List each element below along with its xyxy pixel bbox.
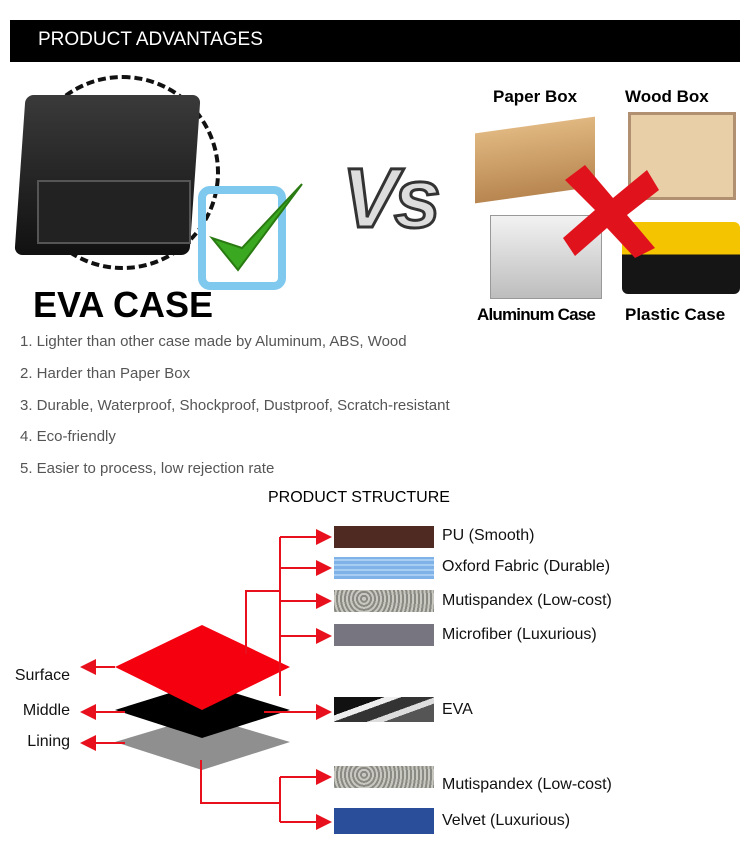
velvet-swatch [334,808,434,834]
middle-layer [115,683,290,738]
advantage-item: 1. Lighter than other case made by Alumi… [20,333,407,350]
mutispandex-swatch [334,590,434,612]
eva-case-label: EVA CASE [33,284,214,325]
advantage-item: 2. Harder than Paper Box [20,365,191,382]
material-label: Microfiber (Luxurious) [442,626,597,643]
vs-label: Vs [341,150,443,247]
advantage-item: 5. Easier to process, low rejection rate [20,460,275,477]
aluminum-case-label: Aluminum Case [477,305,596,324]
lining-layer [115,716,290,770]
layer-label-middle: Middle [22,702,70,719]
structure-title: PRODUCT STRUCTURE [268,489,450,506]
checkmark-icon [198,183,303,290]
wood-box-label: Wood Box [625,87,709,106]
mutispandex-lining-swatch [334,766,434,788]
plastic-case-label: Plastic Case [625,305,726,324]
microfiber-swatch [334,624,434,646]
advantage-item: 4. Eco-friendly [20,428,116,445]
layer-label-surface: Surface [14,667,70,684]
header-bar: PRODUCT ADVANTAGES [10,20,740,62]
eva-case-image [14,75,230,275]
layer-label-lining: Lining [27,733,70,750]
oxford-swatch [334,557,434,579]
material-label: Oxford Fabric (Durable) [442,558,611,575]
advantage-item: 3. Durable, Waterproof, Shockproof, Dust… [20,397,450,414]
eva-swatch [334,697,434,722]
material-label: PU (Smooth) [442,527,535,544]
material-label: Velvet (Luxurious) [442,812,571,829]
surface-layer [115,625,290,710]
paper-box-label: Paper Box [493,87,578,106]
material-label: Mutispandex (Low-cost) [442,776,612,793]
cross-icon [563,165,659,258]
pu-swatch [334,526,434,548]
material-label: Mutispandex (Low-cost) [442,592,612,609]
header-title: PRODUCT ADVANTAGES [38,29,263,50]
material-label: EVA [442,701,473,718]
